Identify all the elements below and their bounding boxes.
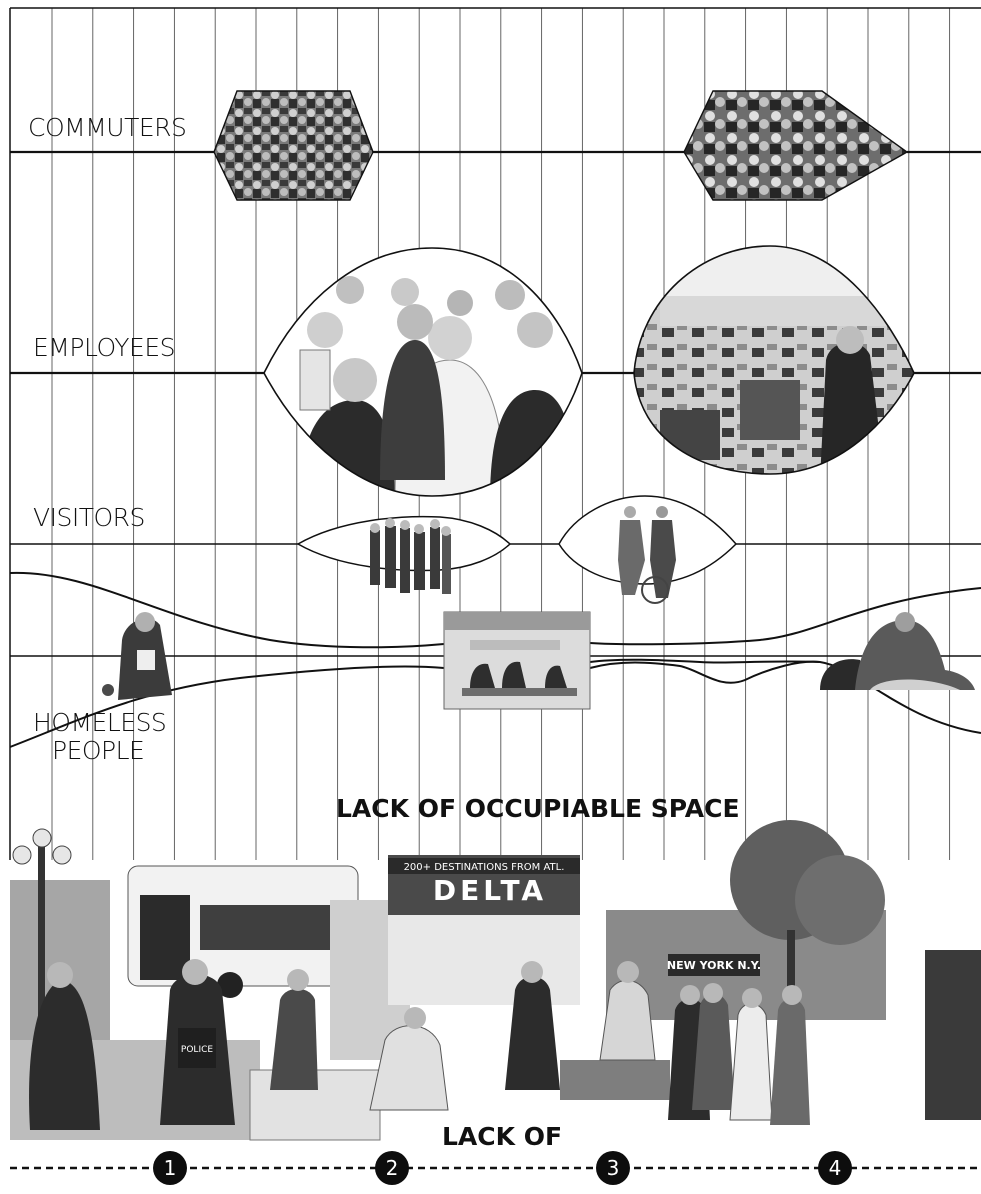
heading-lack-of: LACK OF [442, 1122, 563, 1151]
street-collage [10, 820, 981, 1141]
timeline-marker-3: 3 [596, 1151, 630, 1185]
row-label-employees: EMPLOYEES [33, 333, 176, 362]
timeline-marker-4: 4 [818, 1151, 852, 1185]
heading-lack-of-occupiable-space: LACK OF OCCUPIABLE SPACE [336, 794, 740, 823]
delta-logo-text: DELTA [433, 874, 547, 907]
commuters-photo-1 [213, 90, 374, 201]
visitors-lens-2 [558, 495, 738, 604]
visitors-lens-1 [296, 515, 512, 594]
row-label-commuters: COMMUTERS [28, 113, 187, 142]
homeless-photo-right [820, 612, 975, 690]
employees-photo-1 [263, 247, 583, 497]
row-label-visitors: VISITORS [33, 503, 145, 532]
timeline-marker-1: 1 [153, 1151, 187, 1185]
timeline-marker-2: 2 [375, 1151, 409, 1185]
homeless-photo-subway [443, 611, 591, 710]
employees-photo-2 [633, 245, 915, 475]
police-text: POLICE [181, 1045, 213, 1055]
row-label-homeless-line2: PEOPLE [52, 736, 145, 765]
delta-banner-text: 200+ DESTINATIONS FROM ATL. [404, 862, 565, 873]
commuters-photo-2 [683, 90, 909, 201]
deli-sign-text: NEW YORK N.Y. [667, 959, 761, 972]
row-label-homeless-line1: HOMELESS [33, 708, 167, 737]
homeless-flow-curves [9, 571, 981, 748]
homeless-photo-left [102, 612, 172, 700]
